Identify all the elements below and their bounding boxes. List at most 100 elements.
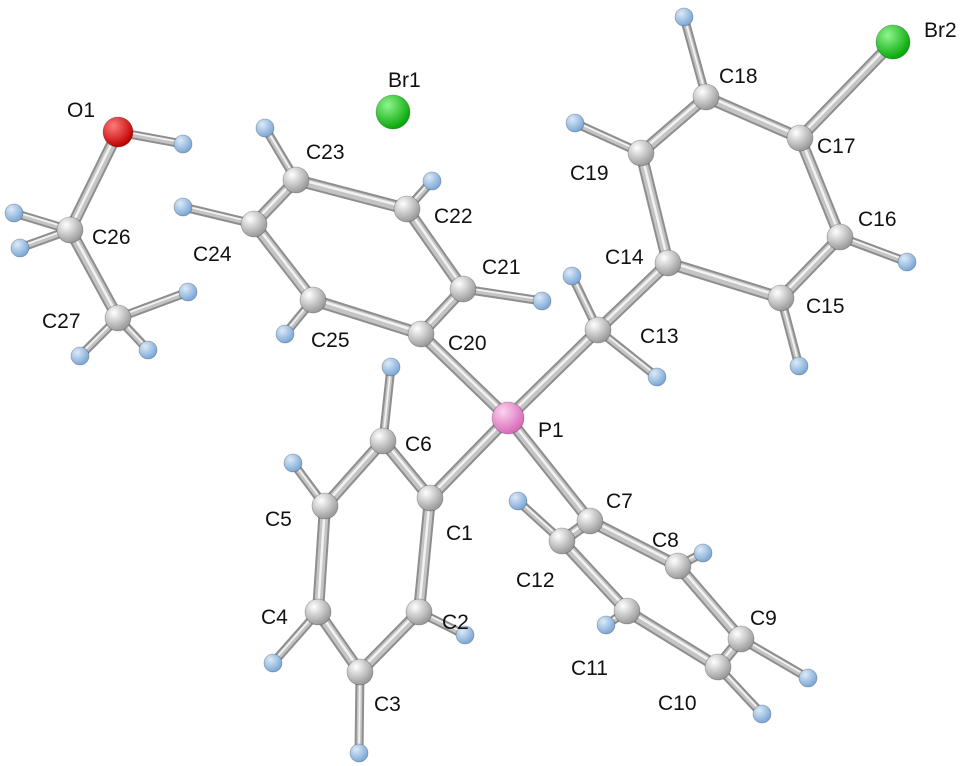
atom-label-C11: C11 xyxy=(571,657,608,680)
bond-C7-C8 xyxy=(586,517,682,570)
atom-C23 xyxy=(282,166,310,194)
bond-C14-C15 xyxy=(664,259,785,302)
bond-C24-C25-highlight xyxy=(252,221,315,300)
bond-O1-C26-highlight xyxy=(68,129,120,230)
atom-C12 xyxy=(548,527,576,555)
bond-C1-C2-highlight xyxy=(417,495,432,612)
atom-label-Br1: Br1 xyxy=(388,69,421,92)
atom-label-C1: C1 xyxy=(446,522,473,545)
bond-C18-H16-highlight xyxy=(683,14,707,97)
atom-label-C23: C23 xyxy=(306,141,345,164)
atom-C9 xyxy=(727,625,755,653)
atom-H1 xyxy=(173,134,193,154)
atom-C3 xyxy=(346,658,374,686)
atom-H10 xyxy=(173,197,193,217)
atom-C16 xyxy=(826,223,854,251)
bond-C22-C23-highlight xyxy=(294,177,409,209)
bond-C16-C17-highlight xyxy=(798,135,842,237)
bond-C8-C9-highlight xyxy=(676,563,743,639)
atom-label-C24: C24 xyxy=(193,243,232,266)
atom-C7 xyxy=(576,507,604,535)
atom-H20 xyxy=(263,653,283,673)
bond-C17-Br2-highlight xyxy=(798,39,895,138)
atom-C26 xyxy=(56,216,84,244)
atom-label-C15: C15 xyxy=(806,295,845,318)
atom-C10 xyxy=(704,653,732,681)
atom-C27 xyxy=(104,304,132,332)
atom-C15 xyxy=(767,284,795,312)
atom-label-C20: C20 xyxy=(448,332,487,355)
bond-C21-H7 xyxy=(460,286,545,304)
atom-C24 xyxy=(240,210,268,238)
atom-H7 xyxy=(532,291,552,311)
atom-H3 xyxy=(10,238,30,258)
atom-label-C25: C25 xyxy=(311,329,350,352)
atom-Br1 xyxy=(375,94,411,130)
bond-P1-C1-highlight xyxy=(428,415,510,498)
atom-C11 xyxy=(613,597,641,625)
atom-C19 xyxy=(627,139,655,167)
bond-C26-C27-highlight xyxy=(68,227,120,318)
bond-C25-C20 xyxy=(309,296,425,338)
atom-C18 xyxy=(692,83,720,111)
atom-label-P1: P1 xyxy=(538,419,564,442)
atom-label-C13: C13 xyxy=(640,325,679,348)
atom-label-O1: O1 xyxy=(67,99,95,122)
atom-H13 xyxy=(647,367,667,387)
atom-H26 xyxy=(596,615,616,635)
atom-label-C6: C6 xyxy=(405,433,432,456)
atom-P1 xyxy=(491,401,525,435)
bond-C10-C11 xyxy=(623,607,722,671)
atom-label-C4: C4 xyxy=(261,606,288,629)
atom-label-C19: C19 xyxy=(570,162,609,185)
atom-label-C16: C16 xyxy=(858,208,897,231)
atom-H23 xyxy=(693,543,713,563)
bond-P1-C7-highlight xyxy=(506,415,592,521)
atom-C22 xyxy=(393,195,421,223)
bond-C14-C15-highlight xyxy=(666,260,783,298)
atom-H18 xyxy=(455,625,475,645)
atom-label-C9: C9 xyxy=(750,607,777,630)
bond-P1-C20-highlight xyxy=(419,331,510,418)
atom-H12 xyxy=(562,266,582,286)
atom-label-C26: C26 xyxy=(92,226,131,249)
bond-C17-C18 xyxy=(702,93,804,142)
bond-C21-H7-highlight xyxy=(462,286,543,301)
atom-H2 xyxy=(4,203,24,223)
atom-H9 xyxy=(255,118,275,138)
atom-C8 xyxy=(664,552,692,580)
atom-H21 xyxy=(283,453,303,473)
atom-label-C14: C14 xyxy=(605,246,644,269)
atom-label-C5: C5 xyxy=(265,508,292,531)
atom-C14 xyxy=(654,249,682,277)
atom-label-C27: C27 xyxy=(42,310,81,333)
bond-C13-C14-highlight xyxy=(596,260,670,330)
atom-H4 xyxy=(178,282,198,302)
atom-label-C12: C12 xyxy=(516,569,555,592)
bond-C5-C6-highlight xyxy=(323,438,385,506)
bond-C22-C23 xyxy=(292,176,411,213)
atom-label-C21: C21 xyxy=(482,256,521,279)
atom-H22 xyxy=(381,357,401,377)
atom-C5 xyxy=(311,492,339,520)
atom-C6 xyxy=(369,427,397,455)
bond-C25-C20-highlight xyxy=(311,297,423,334)
bond-C10-C11-highlight xyxy=(625,608,720,667)
atom-H27 xyxy=(508,491,528,511)
atom-layer xyxy=(4,7,917,763)
atom-label-C17: C17 xyxy=(817,135,856,158)
atom-label-C18: C18 xyxy=(719,65,758,88)
bond-C11-C12-highlight xyxy=(560,538,629,611)
atom-label-C3: C3 xyxy=(374,693,401,716)
bond-C21-C22-highlight xyxy=(405,206,465,289)
atom-H19 xyxy=(349,743,369,763)
atom-O1 xyxy=(102,116,134,148)
atom-label-C10: C10 xyxy=(658,692,697,715)
bond-C6-H22-highlight xyxy=(382,364,392,441)
atom-Br2 xyxy=(875,24,911,60)
atom-label-C22: C22 xyxy=(434,205,473,228)
label-layer: Br1Br2O1P1C1C2C3C4C5C6C7C8C9C10C11C12C13… xyxy=(42,19,957,716)
bond-C19-C14-highlight xyxy=(639,150,670,263)
atom-C4 xyxy=(304,598,332,626)
